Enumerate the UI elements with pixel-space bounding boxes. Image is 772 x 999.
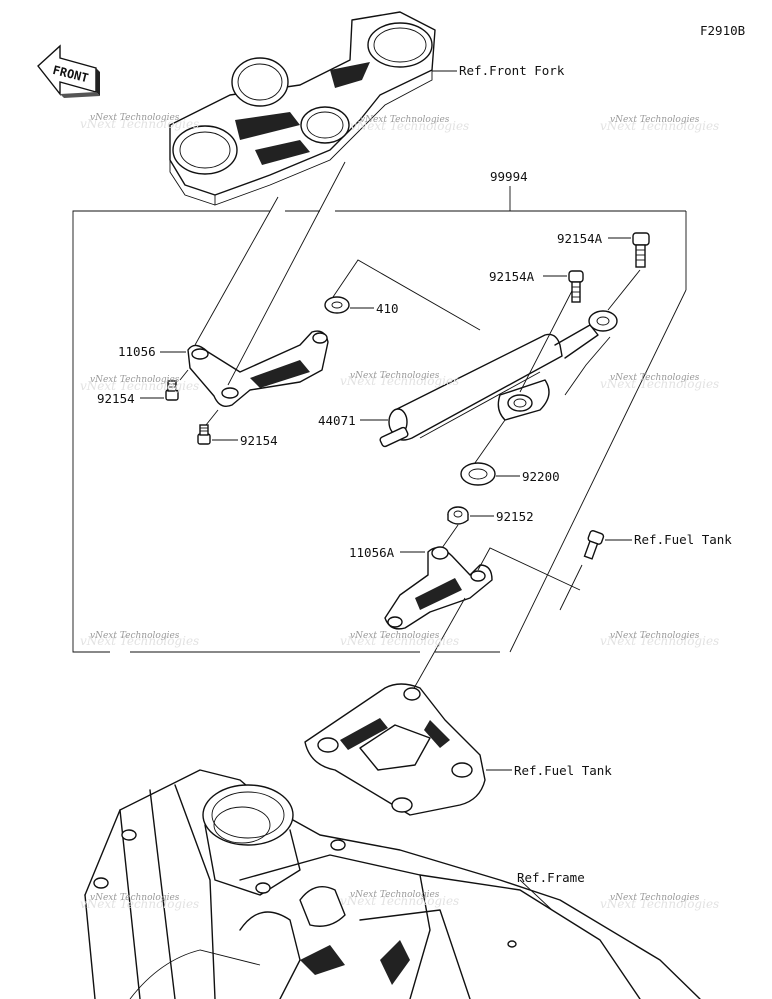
bolt-92154-lower [197,424,211,445]
svg-text:vNext Technologies: vNext Technologies [80,379,199,393]
callout-92154-b: 92154 [240,433,278,448]
callout-11056A: 11056A [349,545,395,560]
svg-text:vNext Technologies: vNext Technologies [360,115,450,125]
bracket-11056 [187,330,329,408]
svg-text:vNext Technologies: vNext Technologies [610,893,700,903]
svg-text:vNext Technologies: vNext Technologies [90,113,180,123]
svg-text:vNext Technologies: vNext Technologies [350,631,440,641]
callout-44071: 44071 [318,413,356,428]
svg-text:vNext Technologies: vNext Technologies [600,634,719,648]
callout-92154A-b: 92154A [489,269,535,284]
svg-text:vNext Technologies: vNext Technologies [600,377,719,391]
bolt-92154A-upper [632,232,650,268]
svg-text:vNext Technologies: vNext Technologies [350,371,440,381]
bolt-92154-upper [165,380,179,401]
svg-text:vNext Technologies: vNext Technologies [610,115,700,125]
svg-text:vNext Technologies: vNext Technologies [600,119,719,133]
triple-clamp-reference [169,11,436,206]
callout-92154-a: 92154 [97,391,135,406]
callout-ref-fuel-tank-top: Ref.Fuel Tank [634,532,732,547]
callout-92200: 92200 [522,469,560,484]
svg-text:vNext Technologies: vNext Technologies [90,375,180,385]
svg-text:vNext Technologies: vNext Technologies [80,117,199,131]
bolt-fuel-tank [583,530,605,560]
front-arrow-icon: FRONT [37,44,100,98]
svg-text:vNext Technologies: vNext Technologies [340,374,459,388]
svg-text:vNext Technologies: vNext Technologies [350,119,469,133]
washer-92200 [460,462,496,486]
callout-11056: 11056 [118,344,156,359]
callout-92152: 92152 [496,509,534,524]
svg-text:vNext Technologies: vNext Technologies [80,634,199,648]
callout-ref-fuel-tank-bottom: Ref.Fuel Tank [514,763,612,778]
svg-text:vNext Technologies: vNext Technologies [340,634,459,648]
steering-damper-44071 [379,310,618,448]
svg-text:vNext Technologies: vNext Technologies [80,897,199,911]
assembly-number: 99994 [490,169,528,184]
callout-ref-front-fork: Ref.Front Fork [459,63,565,78]
bracket-11056A [384,546,493,630]
svg-text:vNext Technologies: vNext Technologies [350,890,440,900]
callout-410: 410 [376,301,399,316]
bolt-92154A-lower [568,270,584,303]
diagram-code: F2910B [700,23,745,38]
collar-92152 [447,506,469,525]
svg-text:vNext Technologies: vNext Technologies [610,631,700,641]
callout-92154A-a: 92154A [557,231,603,246]
svg-text:vNext Technologies: vNext Technologies [340,894,459,908]
callout-ref-frame: Ref.Frame [517,870,585,885]
fuel-tank-bracket-reference [304,683,486,816]
svg-text:vNext Technologies: vNext Technologies [610,373,700,383]
svg-text:vNext Technologies: vNext Technologies [90,893,180,903]
svg-text:vNext Technologies: vNext Technologies [90,631,180,641]
frame-reference [84,769,701,999]
watermarks: vNext Technologies vNext Technologies vN… [80,113,719,911]
svg-text:vNext Technologies: vNext Technologies [600,897,719,911]
assembly-bracket-frame [72,210,687,653]
washer-410 [324,296,350,314]
